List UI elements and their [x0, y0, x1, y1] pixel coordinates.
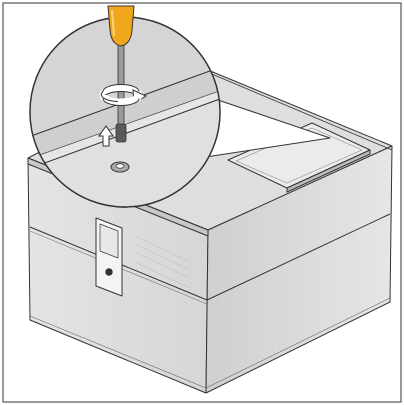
- zoomed-background: [30, 20, 220, 140]
- door-lock: [105, 268, 113, 276]
- front-reflections: [134, 235, 191, 289]
- screw-icon: [110, 161, 130, 173]
- cabinet-side: [205, 145, 393, 394]
- side-bottom-line: [205, 297, 391, 389]
- rotate-arrow-icon: [99, 84, 148, 106]
- zoomed-rim: [30, 79, 220, 173]
- magnifier-lens: [29, 16, 221, 208]
- up-arrow-icon: [98, 125, 114, 147]
- side-seam: [206, 213, 391, 301]
- top-panel-lip: [286, 149, 371, 193]
- door-handle-inner: [99, 223, 119, 259]
- front-bottom-line: [29, 315, 207, 389]
